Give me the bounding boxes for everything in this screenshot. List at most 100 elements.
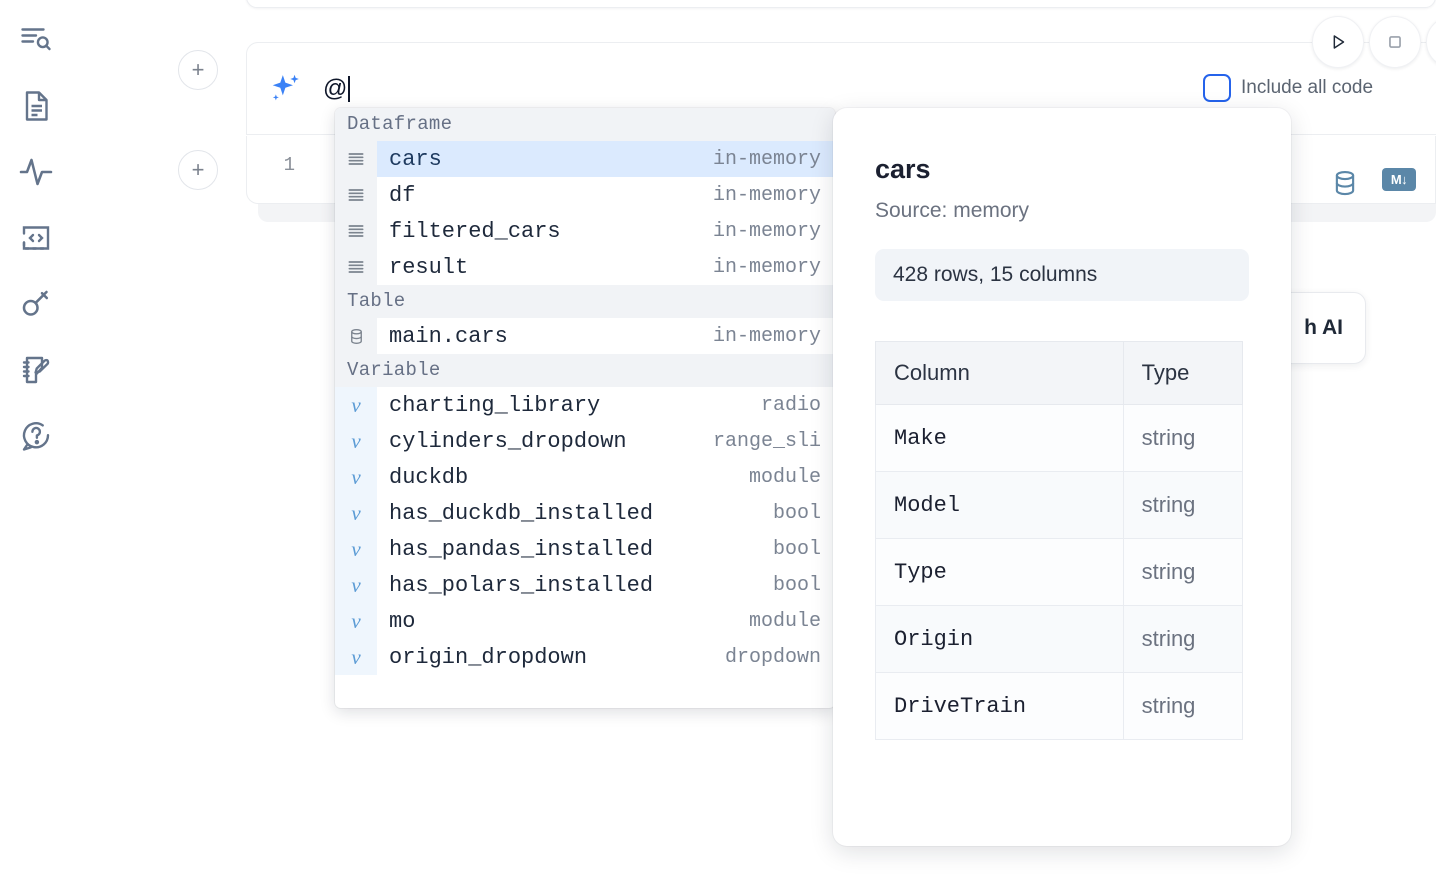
type-header: Type [1122, 341, 1244, 405]
column-type-cell: string [1122, 538, 1244, 606]
column-type-cell: string [1122, 471, 1244, 539]
notebook-edit-icon[interactable] [14, 348, 58, 392]
column-name-cell: Type [875, 538, 1124, 606]
autocomplete-item[interactable]: result in-memory [335, 249, 835, 285]
dataframe-icon [335, 177, 377, 213]
autocomplete-section-header: Table [335, 285, 835, 318]
dataframe-icon [335, 213, 377, 249]
autocomplete-item-name: has_polars_installed [389, 572, 654, 598]
autocomplete-item-meta: in-memory [712, 255, 821, 279]
column-type-cell: string [1122, 404, 1244, 472]
activity-pulse-icon[interactable] [14, 150, 58, 194]
file-explorer-search-icon[interactable] [14, 18, 58, 62]
add-cell-below-button[interactable]: + [178, 150, 218, 190]
table-header-row: Column Type [875, 341, 1244, 405]
autocomplete-item-meta: module [748, 465, 821, 489]
autocomplete-item[interactable]: filtered_cars in-memory [335, 213, 835, 249]
preview-source: Source: memory [875, 199, 1030, 222]
ai-hint-card-label: h AI [1304, 316, 1343, 339]
autocomplete-item-meta: in-memory [712, 324, 821, 348]
autocomplete-item-meta: in-memory [712, 183, 821, 207]
autocomplete-item-name: duckdb [389, 464, 469, 490]
variable-icon: v [335, 387, 377, 423]
autocomplete-item[interactable]: v charting_library radio [335, 387, 835, 423]
cell-type-icons: M↓ [1330, 168, 1416, 203]
variable-icon: v [335, 567, 377, 603]
autocomplete-item-meta: in-memory [712, 147, 821, 171]
autocomplete-item[interactable]: v has_pandas_installed bool [335, 531, 835, 567]
variable-icon: v [335, 531, 377, 567]
left-icon-rail [0, 0, 72, 874]
autocomplete-item[interactable]: v cylinders_dropdown range_sli [335, 423, 835, 459]
database-icon[interactable] [1330, 168, 1360, 203]
include-all-code-checkbox[interactable]: Include all code [1203, 74, 1373, 102]
autocomplete-item-name: has_pandas_installed [389, 536, 654, 562]
plus-icon: + [191, 157, 205, 182]
autocomplete-item-meta: bool [772, 573, 821, 597]
ai-sparkle-icon [265, 68, 307, 110]
autocomplete-item-name: origin_dropdown [389, 644, 588, 670]
autocomplete-item-name: charting_library [389, 392, 601, 418]
autocomplete-item-name: mo [389, 608, 416, 634]
autocomplete-item-meta: range_sli [712, 429, 821, 453]
column-name-cell: Model [875, 471, 1124, 539]
autocomplete-item[interactable]: v has_polars_installed bool [335, 567, 835, 603]
autocomplete-item-name: cylinders_dropdown [389, 428, 627, 454]
autocomplete-item-name: result [389, 254, 469, 280]
previous-cell-edge [246, 0, 1436, 8]
document-icon[interactable] [14, 84, 58, 128]
run-button[interactable] [1312, 16, 1364, 68]
markdown-icon[interactable]: M↓ [1382, 168, 1416, 191]
add-cell-above-button[interactable]: + [178, 50, 218, 90]
code-brackets-icon[interactable] [14, 216, 58, 260]
ai-prompt-text: @ [323, 75, 348, 102]
autocomplete-item[interactable]: v has_duckdb_installed bool [335, 495, 835, 531]
dataframe-icon [335, 249, 377, 285]
column-header: Column [875, 341, 1124, 405]
autocomplete-item[interactable]: main.cars in-memory [335, 318, 835, 354]
autocomplete-section-header: Dataframe [335, 108, 835, 141]
preview-shape-badge: 428 rows, 15 columns [875, 249, 1249, 301]
autocomplete-item-meta: in-memory [712, 219, 821, 243]
autocomplete-item-name: filtered_cars [389, 218, 561, 244]
table-icon [335, 318, 377, 354]
plus-icon: + [191, 57, 205, 82]
autocomplete-item-name: has_duckdb_installed [389, 500, 654, 526]
autocomplete-item-meta: module [748, 609, 821, 633]
line-number: 1 [283, 154, 295, 176]
autocomplete-section-header: Variable [335, 354, 835, 387]
include-all-code-label: Include all code [1241, 77, 1374, 98]
autocomplete-item-meta: bool [772, 537, 821, 561]
help-question-icon[interactable] [14, 414, 58, 458]
autocomplete-item-name: main.cars [389, 323, 508, 349]
dataframe-icon [335, 141, 377, 177]
dataframe-preview-panel: cars Source: memory 428 rows, 15 columns… [833, 108, 1291, 846]
column-name-cell: DriveTrain [875, 672, 1124, 740]
variable-icon: v [335, 423, 377, 459]
key-icon[interactable] [14, 282, 58, 326]
column-name-cell: Origin [875, 605, 1124, 673]
stop-button[interactable] [1369, 16, 1421, 68]
variable-icon: v [335, 459, 377, 495]
variable-icon: v [335, 603, 377, 639]
preview-title: cars [875, 154, 931, 184]
text-cursor [348, 76, 351, 102]
autocomplete-item-meta: bool [772, 501, 821, 525]
variable-icon: v [335, 495, 377, 531]
ai-prompt-input[interactable]: @ [323, 75, 1171, 103]
autocomplete-item-meta: radio [760, 393, 821, 417]
checkbox-box[interactable] [1203, 74, 1231, 102]
